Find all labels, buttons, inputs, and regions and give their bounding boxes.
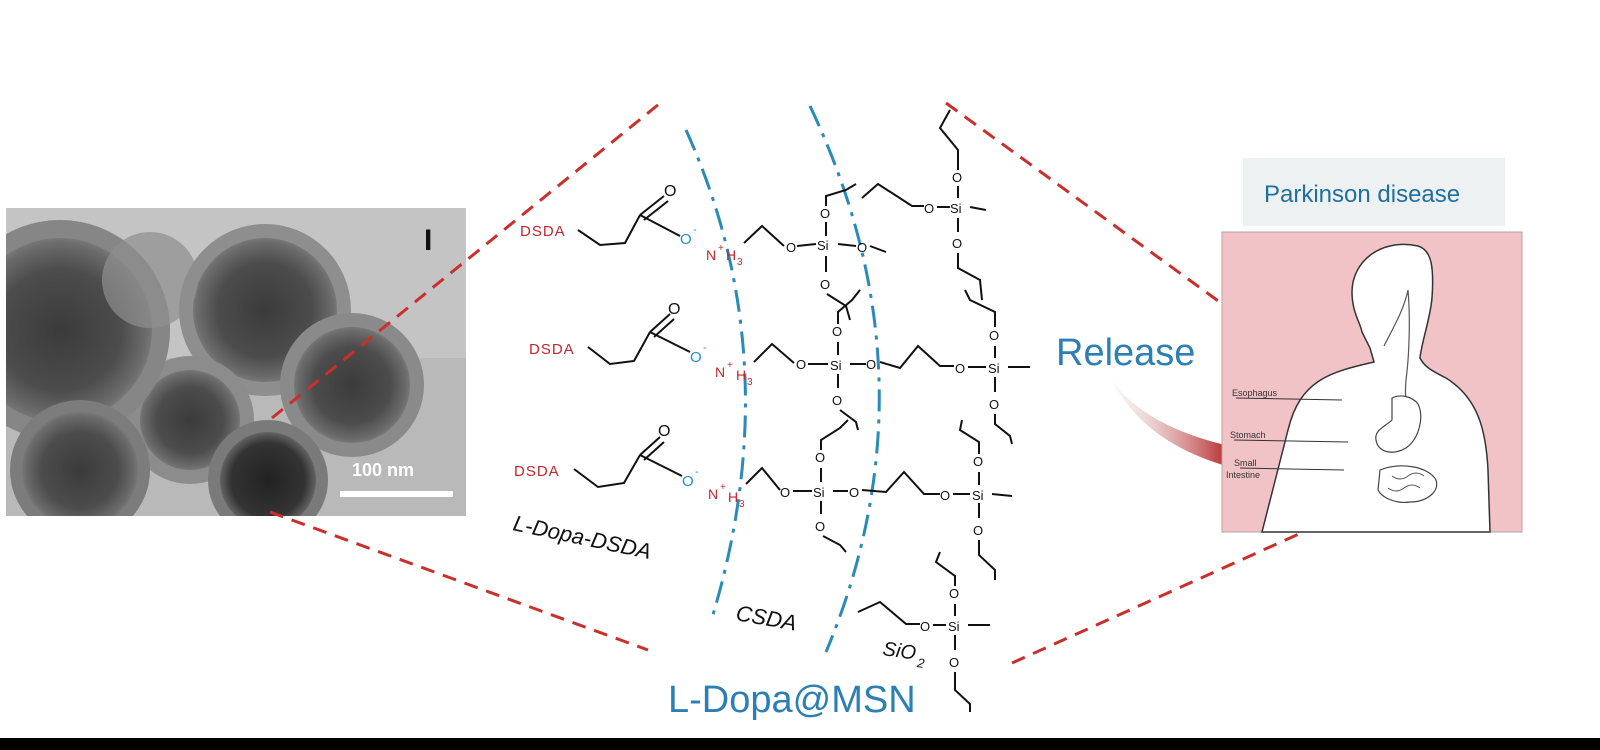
o-4a: O (780, 485, 790, 500)
silica-chain-bottom: O Si O O (857, 551, 990, 712)
n-2: N (715, 364, 725, 380)
l-dopa-dsda-label: L-Dopa-DSDA (511, 510, 654, 564)
n-1: N (706, 247, 716, 263)
o-5c: O (949, 655, 959, 670)
csda-boundary-lines (684, 105, 881, 653)
o-4g: O (973, 523, 983, 538)
dsda-label-2: DSDA (529, 341, 575, 358)
o-minus-2: O (690, 349, 702, 366)
organ-label-stomach: Stomach (1230, 430, 1266, 440)
scale-bar (340, 491, 453, 497)
o-1a: O (786, 240, 796, 255)
composite-label: L-Dopa@MSN (668, 679, 916, 721)
minus-2: - (703, 342, 707, 354)
carbonyl-o-1: O (664, 183, 676, 200)
minus-3: - (695, 466, 699, 478)
h-sub-2: 3 (747, 377, 753, 388)
organ-label-intestine: Intestine (1226, 470, 1260, 480)
tem-panel-label: I (424, 224, 432, 257)
title-panel (1243, 158, 1505, 226)
si-1: Si (817, 238, 829, 253)
si-3: Si (830, 358, 842, 373)
molecule-row-3: DSDA O O - N + H 3 O Si O O O O Si O O (514, 419, 1013, 580)
bottom-border (0, 738, 1600, 750)
silica-chain-top: O Si O O (861, 109, 987, 301)
minus-1: - (693, 224, 697, 236)
sio2-sub: 2 (915, 655, 926, 671)
h-1: H (726, 247, 736, 263)
o-3b: O (866, 357, 876, 372)
dsda-label-3: DSDA (514, 463, 560, 480)
h-2: H (736, 367, 746, 383)
n-plus-2: + (727, 360, 733, 371)
o-5b: O (949, 586, 959, 601)
o-4f: O (973, 454, 983, 469)
si-6: Si (972, 488, 984, 503)
o-2b: O (952, 170, 962, 185)
o-5a: O (920, 619, 930, 634)
o-4c: O (815, 450, 825, 465)
molecule-row-2: DSDA O O - N + H 3 O Si O O O O Si O O (529, 289, 1030, 445)
carbonyl-o-2: O (668, 301, 680, 318)
n-plus-3: + (720, 482, 726, 493)
carbonyl-o-3: O (658, 423, 670, 440)
h-3: H (728, 489, 738, 505)
release-label: Release (1056, 332, 1195, 374)
o-minus-3: O (682, 473, 694, 490)
o-2c: O (952, 236, 962, 251)
o-1d: O (820, 277, 830, 292)
organ-label-esophagus: Esophagus (1232, 388, 1278, 398)
csda-label: CSDA (734, 600, 799, 635)
o-2a: O (924, 201, 934, 216)
o-3d: O (832, 393, 842, 408)
o-3a: O (796, 357, 806, 372)
o-minus-1: O (680, 231, 692, 248)
o-3g: O (989, 397, 999, 412)
o-1b: O (857, 240, 867, 255)
o-3c: O (832, 324, 842, 339)
dsda-label-1: DSDA (520, 223, 566, 240)
scale-bar-label: 100 nm (352, 460, 414, 480)
o-4b: O (849, 485, 859, 500)
o-1c: O (820, 206, 830, 221)
o-3e: O (955, 361, 965, 376)
body-panel-title: Parkinson disease (1264, 181, 1460, 208)
h-sub-1: 3 (737, 257, 743, 268)
si-5: Si (813, 485, 825, 500)
si-2: Si (950, 201, 962, 216)
organ-label-small: Small (1234, 458, 1257, 468)
si-4: Si (988, 361, 1000, 376)
sio2-label: SiO 2 (881, 638, 926, 671)
n-plus-1: + (718, 243, 724, 254)
o-4e: O (940, 488, 950, 503)
o-3f: O (989, 328, 999, 343)
molecule-row-1: DSDA O O - N + H 3 O Si O O O (520, 183, 887, 321)
o-4d: O (815, 519, 825, 534)
h-sub-3: 3 (739, 499, 745, 510)
n-3: N (708, 486, 718, 502)
anatomy-illustration: Esophagus Stomach Small Intestine (1221, 231, 1523, 533)
tem-micrograph (6, 208, 466, 516)
si-7: Si (948, 619, 960, 634)
sio2-main: SiO (881, 638, 917, 664)
